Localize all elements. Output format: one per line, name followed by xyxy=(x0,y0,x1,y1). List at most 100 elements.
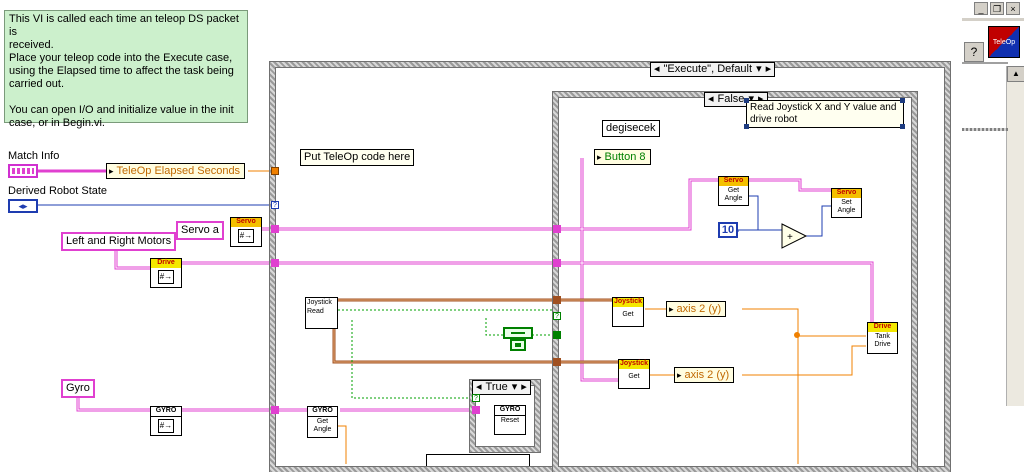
drive-tunnel xyxy=(271,259,279,267)
vi-description-comment: This VI is called each time an teleop DS… xyxy=(4,10,248,129)
button-8-label: Button 8 xyxy=(604,151,646,163)
case-next-icon[interactable]: ▸ xyxy=(521,381,527,393)
tank-drive-text: Tank Drive xyxy=(874,333,891,348)
servo-vi-header: Servo xyxy=(231,218,261,227)
gyro-tunnel xyxy=(271,406,279,414)
joystick-inner-tunnel xyxy=(553,296,561,304)
case-next-icon[interactable]: ▸ xyxy=(765,63,772,75)
joystick-get-vi-bottom[interactable]: Joystick Get xyxy=(618,359,650,389)
boolean-invert-icon[interactable] xyxy=(510,339,526,351)
partial-node[interactable] xyxy=(426,454,530,466)
case-prev-icon[interactable]: ◂ xyxy=(708,93,714,105)
case-next-icon[interactable]: ▸ xyxy=(757,93,764,105)
boolean-node-icon[interactable] xyxy=(503,327,533,339)
servo-tunnel xyxy=(271,225,279,233)
unbundle-arrow-icon: ▸ xyxy=(677,370,682,380)
drive-tank-drive-vi[interactable]: Drive Tank Drive xyxy=(867,322,898,354)
enum-icon: ◂▸ xyxy=(18,201,28,211)
resize-handle-icon[interactable] xyxy=(744,124,749,129)
read-joystick-comment: Read Joystick X and Y value and drive ro… xyxy=(746,100,904,128)
unbundle-arrow-icon: ▸ xyxy=(669,304,674,314)
case-dropdown-icon[interactable]: ▾ xyxy=(756,63,762,75)
joystick-vi-header: Joystick xyxy=(619,360,649,369)
vi-icon[interactable]: TeleOp xyxy=(988,26,1020,58)
degisecek-label: degisecek xyxy=(602,120,660,137)
case-dropdown-icon[interactable]: ▾ xyxy=(748,93,754,105)
vertical-scrollbar[interactable]: ▲ xyxy=(1006,66,1024,406)
gyro-get-angle-vi[interactable]: GYRO Get Angle xyxy=(307,406,338,438)
toolbar-separator xyxy=(962,18,1024,21)
true-case-selector[interactable]: ◂ True ▾ ▸ xyxy=(472,380,531,395)
selector-terminal-icon: ? xyxy=(553,312,561,320)
outer-case-label: "Execute", Default xyxy=(663,63,753,75)
axis-2-label-top: axis 2 (y) xyxy=(676,303,722,315)
resize-handle-icon[interactable] xyxy=(900,98,905,103)
help-button[interactable]: ? xyxy=(964,42,984,62)
refnum-icon: #→ xyxy=(158,270,174,284)
resize-handle-icon[interactable] xyxy=(900,124,905,129)
servo-inner-tunnel xyxy=(553,225,561,233)
minimize-button[interactable]: _ xyxy=(974,2,988,15)
case-dropdown-icon[interactable]: ▾ xyxy=(511,381,518,393)
servo-vi-header: Servo xyxy=(832,189,861,198)
bool-inner-tunnel xyxy=(553,331,561,339)
gyro-reset-vi[interactable]: GYRO Reset xyxy=(494,405,526,435)
selector-terminal-icon: ? xyxy=(472,394,480,402)
outer-case-selector[interactable]: ◂ "Execute", Default ▾ ▸ xyxy=(650,62,776,77)
wire-junction-icon xyxy=(794,332,800,338)
drive-vi-header: Drive xyxy=(868,323,897,332)
inner-case-label: False xyxy=(717,93,745,105)
selector-terminal-icon: ? xyxy=(271,201,279,209)
left-right-motors-constant[interactable]: Left and Right Motors xyxy=(61,232,177,251)
match-info-label: Match Info xyxy=(8,150,60,162)
gyro-vi-header: GYRO xyxy=(308,407,337,417)
scroll-up-icon[interactable]: ▲ xyxy=(1007,66,1024,82)
case-prev-icon[interactable]: ◂ xyxy=(654,63,660,75)
elapsed-tunnel xyxy=(271,167,279,175)
button-8-unbundle[interactable]: ▸ Button 8 xyxy=(594,149,651,165)
drive-vi-header: Drive xyxy=(151,259,181,268)
drive-inner-tunnel xyxy=(553,259,561,267)
numeric-constant-10[interactable]: 10 xyxy=(718,222,738,238)
drive-refnum-get-vi[interactable]: Drive #→ xyxy=(150,258,182,288)
panel-divider-2 xyxy=(962,128,1008,131)
derived-state-terminal[interactable]: ◂▸ xyxy=(8,199,38,213)
joystick-read-title: Joystick xyxy=(307,299,332,306)
derived-state-label: Derived Robot State xyxy=(8,185,108,197)
elapsed-seconds-unbundle[interactable]: ▸ TeleOp Elapsed Seconds xyxy=(106,163,246,179)
close-button[interactable]: × xyxy=(1006,2,1020,15)
case-prev-icon[interactable]: ◂ xyxy=(476,381,482,393)
elapsed-seconds-label: TeleOp Elapsed Seconds xyxy=(116,165,241,177)
gyro-constant[interactable]: Gyro xyxy=(61,379,95,398)
unbundle-arrow-icon: ▸ xyxy=(597,152,602,162)
refnum-icon: #→ xyxy=(158,419,174,433)
joystick-get-text: Get xyxy=(628,373,640,380)
resize-handle-icon[interactable] xyxy=(744,98,749,103)
joystick-get-vi-top[interactable]: Joystick Get xyxy=(612,297,644,327)
refnum-icon: #→ xyxy=(238,229,254,243)
servo-a-constant[interactable]: Servo a xyxy=(176,221,224,240)
true-case-label: True xyxy=(485,381,508,393)
axis-2-label-bottom: axis 2 (y) xyxy=(684,369,730,381)
servo-get-angle-vi[interactable]: Servo Get Angle xyxy=(718,176,749,206)
axis-2-unbundle-bottom[interactable]: ▸ axis 2 (y) xyxy=(674,367,735,383)
unbundle-arrow-icon: ▸ xyxy=(109,166,114,176)
gyro-reset-text: Reset xyxy=(500,417,520,424)
servo-set-angle-text: Set Angle xyxy=(837,199,856,214)
gyro-vi-header: GYRO xyxy=(151,407,181,417)
servo-set-angle-vi[interactable]: Servo Set Angle xyxy=(831,188,862,218)
restore-button[interactable]: ❐ xyxy=(990,2,1004,15)
joystick-inner-tunnel-2 xyxy=(553,358,561,366)
match-info-terminal[interactable] xyxy=(8,164,38,178)
servo-vi-header: Servo xyxy=(719,177,748,186)
axis-2-unbundle-top[interactable]: ▸ axis 2 (y) xyxy=(666,301,727,317)
gyro-refnum-get-vi[interactable]: GYRO #→ xyxy=(150,406,182,436)
joystick-read-text: Read xyxy=(307,308,324,315)
servo-refnum-get-vi[interactable]: Servo #→ xyxy=(230,217,262,247)
panel-divider xyxy=(962,62,1008,64)
put-code-comment: Put TeleOp code here xyxy=(300,149,415,166)
joystick-read-vi[interactable]: Joystick Read xyxy=(305,297,338,329)
cluster-icon xyxy=(12,168,34,174)
gyro-get-angle-text: Get Angle xyxy=(313,418,332,433)
bool-bar-icon xyxy=(511,332,525,334)
